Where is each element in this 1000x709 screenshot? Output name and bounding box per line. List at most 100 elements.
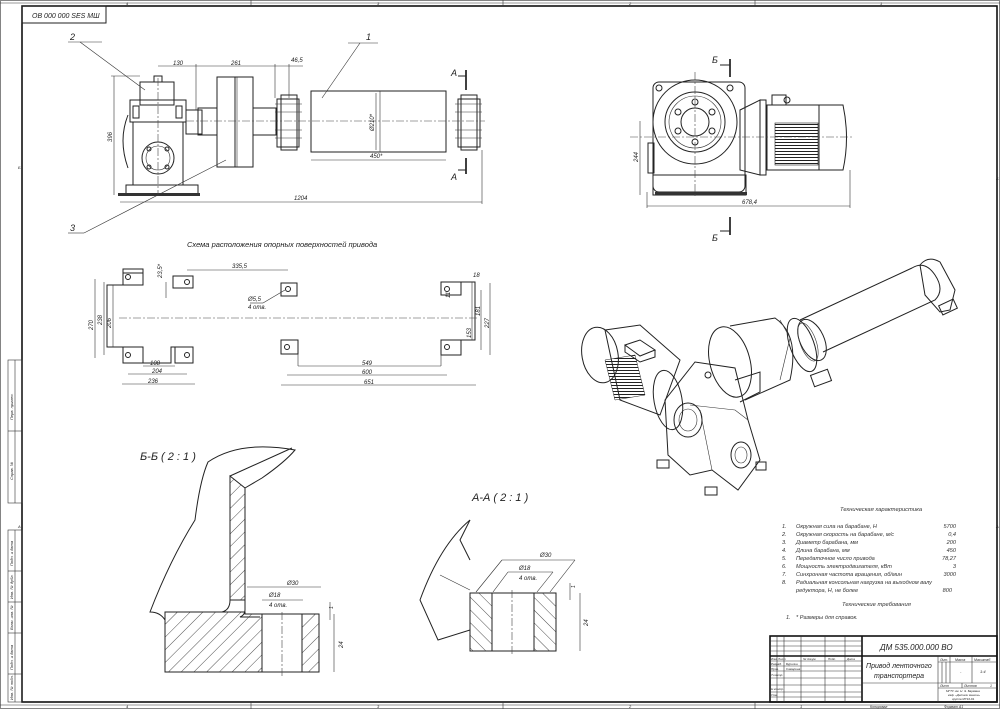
bb-dim-18: Ø18 (268, 593, 281, 599)
section-a-mark-top: А (450, 68, 457, 78)
dim-335-5: 335,5 (232, 264, 248, 270)
left-strip (7, 359, 23, 703)
aa-dim-24: 24 (584, 619, 590, 627)
aa-dim-count: 4 отв. (519, 576, 537, 582)
requirement-text: * Размеры для справок. (796, 615, 858, 621)
spec-row: 3. Диаметр барабана, мм 200 (782, 540, 956, 548)
spec-text: Мощность электродвигателя, кВт (796, 564, 892, 570)
tb-prov: Пров. (771, 667, 779, 671)
header-scale: Масштаб (974, 658, 991, 662)
section-b-mark-top: Б (712, 55, 718, 65)
org-line3: группа МТ10-61 (952, 697, 975, 701)
specs-title: Техническая характеристика (840, 507, 923, 513)
spec-text: Окружная скорость на барабане, м/с (796, 532, 895, 538)
section-aa (419, 519, 581, 654)
callout-3: 3 (70, 223, 75, 233)
spec-value: 3000 (943, 572, 956, 578)
tb-tkontr: Т.контр. (771, 673, 783, 677)
dim-244: 244 (634, 151, 640, 163)
bb-dim-24: 24 (339, 641, 345, 649)
aa-dim-30: Ø30 (539, 553, 552, 559)
spec-row: 2. Окружная скорость на барабане, м/с 0,… (782, 532, 956, 540)
header-lit: Лит. (939, 658, 948, 662)
rotated-code-stamp (21, 5, 107, 24)
scale-value: 1:4 (980, 669, 986, 674)
spec-row: редуктора, Н, не более 800 (782, 588, 956, 596)
dim-261: 261 (230, 61, 241, 67)
strip-podp-data-1: Подп. и дата (9, 540, 14, 566)
requirement-num: 1. (786, 615, 791, 621)
dim-651: 651 (364, 380, 374, 386)
spec-num: 8. (782, 580, 787, 586)
header-mass: Масса (955, 658, 965, 662)
tb-nkontr: Н.контр. (771, 687, 784, 691)
tb-list: Лист (777, 657, 786, 661)
spec-text: Синхронная частота вращения, об/мин (796, 572, 902, 578)
support-scheme (94, 268, 491, 386)
spec-value: 800 (942, 588, 952, 594)
dim-11: 11 (446, 292, 452, 298)
spec-num: 5. (782, 556, 787, 562)
section-a-mark-bottom: А (450, 172, 457, 182)
zone-side-b-right: Б (996, 176, 999, 181)
spec-row: 1. Окружная сила на барабане, Н 5700 (782, 524, 956, 532)
zone-top-1: 1 (880, 1, 882, 6)
dim-236: 236 (147, 379, 159, 385)
tb-razrab-name: Бурилин (786, 662, 798, 666)
strip-vzam-inv: Взам. инв. № (9, 605, 14, 630)
stamp-code: ОВ 000 000 SES МШ (32, 13, 100, 20)
spec-num: 6. (782, 564, 787, 570)
dim-drum-diameter: Ø210* (370, 113, 376, 132)
callout-1: 1 (366, 32, 371, 42)
document-code: ДМ 535.000.000 ВО (879, 643, 953, 652)
section-b-mark-bottom: Б (712, 233, 718, 243)
product-name-line1: Привод ленточного (866, 662, 932, 670)
bb-dim-1: 1 (329, 606, 335, 609)
tb-prov-name: Самарина (786, 667, 801, 671)
dim-396: 396 (108, 131, 114, 142)
section-bb (149, 446, 335, 676)
title-block (769, 635, 998, 703)
dim-108: 108 (150, 361, 161, 367)
zone-bottom-1: 1 (800, 704, 802, 709)
spec-text: редуктора, Н, не более (796, 588, 859, 594)
spec-text: Диаметр барабана, мм (796, 540, 859, 546)
aa-dim-18: Ø18 (518, 566, 531, 572)
dim-hole-5-5: Ø5,5 (247, 297, 262, 303)
dim-23-5: 23,5* (158, 263, 164, 279)
dim-181: 181 (476, 306, 482, 316)
org-line1: МГТУ им. Н. Э. Баумана (946, 689, 980, 693)
tb-data: Дата (846, 657, 855, 661)
spec-num: 3. (782, 540, 787, 546)
spec-value: 78,27 (942, 556, 956, 562)
dim-206: 206 (107, 317, 113, 329)
zone-top-4: 4 (126, 1, 129, 6)
sheets-value: 1 (990, 684, 992, 688)
spec-value: 3 (952, 564, 956, 570)
isometric-view (581, 258, 959, 496)
tb-podp: Подп. (828, 657, 836, 661)
tb-izm: Изм. (771, 657, 778, 661)
side-view (630, 59, 852, 235)
spec-row: 4. Длина барабана, мм 450 (782, 548, 956, 556)
product-name-line2: транспортера (874, 673, 924, 680)
dim-18: 18 (473, 273, 480, 279)
strip-inv-podl: Инв. № подл. (9, 675, 14, 700)
support-scheme-title: Схема расположения опорных поверхностей … (187, 240, 377, 249)
zone-side-b: Б (18, 165, 21, 170)
dim-153: 153 (467, 327, 473, 338)
spec-row: 6. Мощность электродвигателя, кВт 3 (782, 564, 956, 572)
spec-row: 7. Синхронная частота вращения, об/мин 3… (782, 572, 956, 580)
spec-row: 5. Передаточное число привода 78,27 (782, 556, 956, 564)
zone-bottom-2: 2 (628, 704, 632, 709)
mass-value: - (960, 669, 962, 674)
zone-top-2: 2 (628, 1, 632, 6)
dim-600: 600 (362, 370, 373, 376)
spec-num: 2. (782, 532, 787, 538)
sheets-label: Листов (963, 684, 977, 688)
dim-678-4: 678,4 (742, 200, 758, 206)
callout-2: 2 (69, 32, 75, 42)
dim-549: 549 (362, 361, 373, 367)
zone-bottom-3: 3 (377, 704, 380, 709)
zone-bottom-4: 4 (126, 704, 129, 709)
